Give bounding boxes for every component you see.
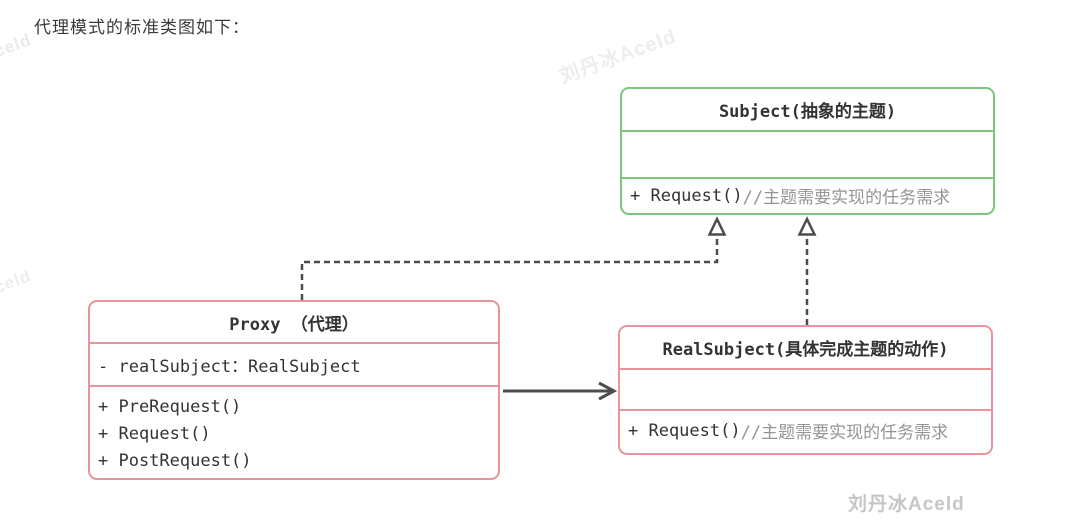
field-declaration: - realSubject：RealSubject — [98, 357, 361, 377]
method-comment: //主题需要实现的任务需求 — [742, 188, 951, 208]
watermark-fragment: celd — [0, 30, 34, 61]
class-box-realsubject: RealSubject(具体完成主题的动作) + Request() //主题需… — [618, 325, 993, 455]
watermark-author: 刘丹冰Aceld — [848, 494, 965, 515]
method-signature: + PreRequest() — [98, 397, 242, 417]
hollow-triangle-arrowhead — [797, 216, 817, 236]
method-signature: + Request() — [628, 420, 741, 441]
realization-arrow-proxy-to-subject — [300, 216, 727, 300]
class-box-proxy: Proxy （代理） - realSubject：RealSubject + P… — [88, 300, 500, 480]
fields-section-empty — [620, 368, 991, 409]
method-signature: + PostRequest() — [98, 451, 252, 471]
class-title: RealSubject(具体完成主题的动作) — [662, 340, 949, 360]
methods-section: + Request() //主题需要实现的任务需求 — [622, 177, 993, 212]
class-box-subject: Subject(抽象的主题) + Request() //主题需要实现的任务需求 — [620, 87, 995, 215]
realization-arrow-realsubject-to-subject — [797, 216, 817, 325]
watermark: 刘丹冰Aceld — [556, 25, 680, 89]
class-title: Subject(抽象的主题) — [718, 102, 897, 122]
method-signature: + Request() — [630, 185, 743, 206]
class-title: Proxy （代理） — [229, 314, 359, 335]
fields-section: - realSubject：RealSubject — [90, 342, 498, 385]
association-arrow-proxy-to-realsubject — [503, 381, 618, 401]
fields-section-empty — [622, 130, 993, 177]
watermark-fragment: celd — [0, 266, 34, 297]
methods-section: + Request() //主题需要实现的任务需求 — [620, 409, 991, 450]
methods-section: + PreRequest() + Request() + PostRequest… — [90, 385, 498, 478]
open-arrowhead — [598, 381, 618, 401]
method-comment: //主题需要实现的任务需求 — [740, 423, 949, 443]
hollow-triangle-arrowhead — [707, 216, 727, 236]
page-title: 代理模式的标准类图如下： — [34, 18, 250, 37]
method-signature: + Request() — [98, 424, 211, 444]
